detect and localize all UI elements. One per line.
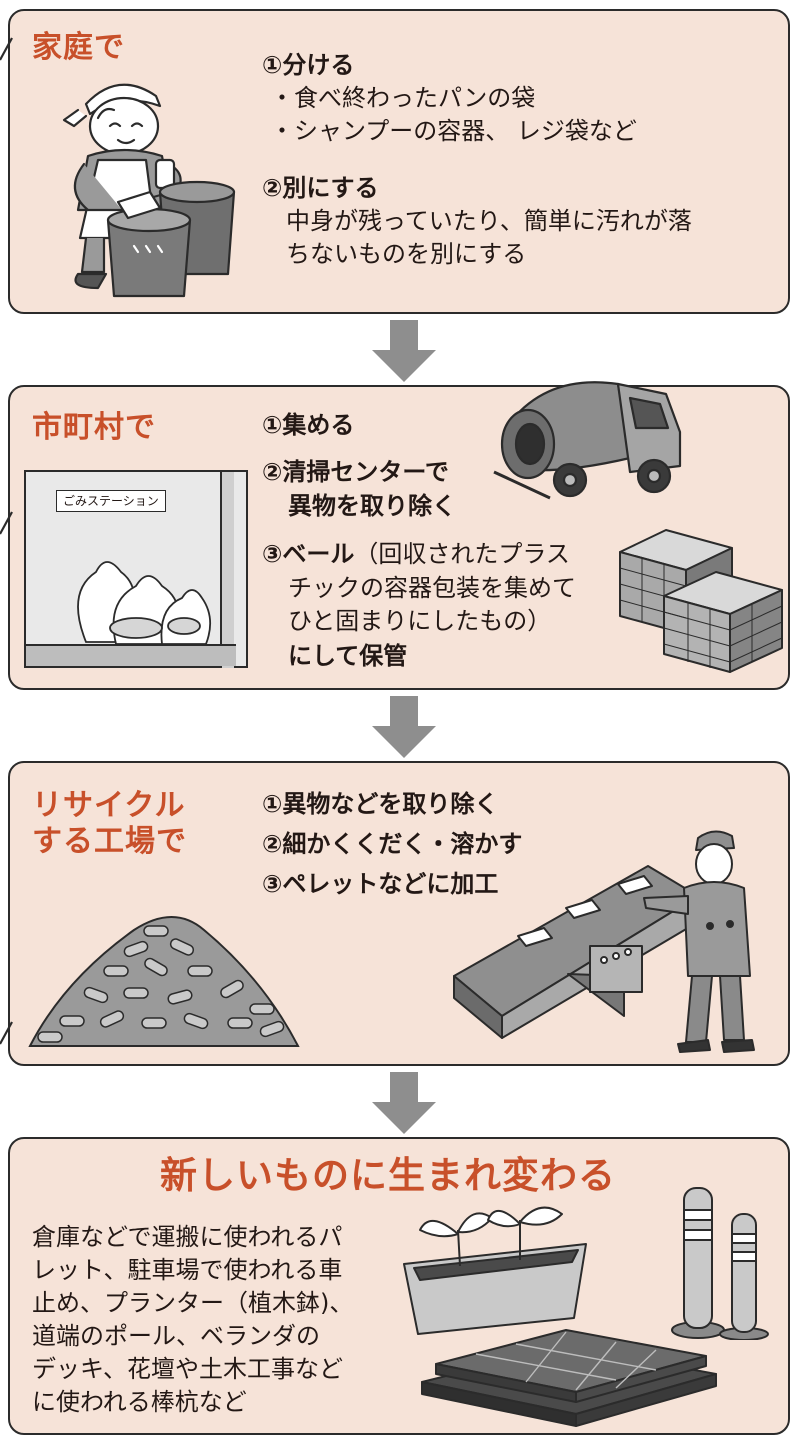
flow-arrow-down <box>372 1072 436 1134</box>
panel-factory-heading-line1: リサイクル <box>32 788 186 823</box>
panel-factory-heading-line2: する工場で <box>32 824 187 859</box>
new-products-line6: に使われる棒杭など <box>32 1388 247 1416</box>
home-step2-line2: ちないものを別にする <box>286 240 527 268</box>
bollard-poles-illustration <box>671 1187 769 1340</box>
factory-step3: ③ペレットなどに加工 <box>262 870 499 898</box>
new-products-line3: 止め、プランター（植木鉢)、 <box>32 1289 354 1317</box>
municipality-step3-note3: ひと固まりにしたもの） <box>288 607 552 635</box>
new-products-line5: デッキ、花壇や土木工事など <box>32 1355 344 1383</box>
municipality-step3-title: ③ベール <box>262 540 355 568</box>
garbage-station-sign: ごみステーション <box>56 490 166 512</box>
housewife-sorting-trash-illustration <box>62 83 236 298</box>
panel-municipality-heading: 市町村で <box>32 410 156 445</box>
pellet-pile-illustration <box>28 916 300 1047</box>
home-step2-line1: 中身が残っていたり、簡単に汚れが落 <box>286 207 692 235</box>
flow-arrow-down <box>372 696 436 758</box>
garbage-station-illustration: ごみステーション <box>24 470 248 668</box>
municipality-step1: ①集める <box>262 411 355 439</box>
new-products-line4: 道端のポール、ベランダの <box>32 1322 320 1350</box>
panel-pointer-municipality <box>0 511 13 535</box>
garbage-truck-illustration <box>493 381 682 500</box>
municipality-step3-note1: （回収されたプラス <box>354 540 570 568</box>
flow-arrow-down <box>372 320 436 382</box>
municipality-step2-line1: ②清掃センターで <box>262 458 449 486</box>
panel-pointer-home <box>0 37 13 61</box>
factory-conveyor-worker-illustration <box>453 830 755 1053</box>
home-step1-item1: ・食べ終わったパンの袋 <box>270 84 536 112</box>
municipality-step3-line1: ③ベール（回収されたプラス <box>262 538 570 570</box>
panel-home-heading: 家庭で <box>32 30 125 65</box>
plastic-pallets-illustration <box>421 1329 717 1427</box>
municipality-step2-line2: 異物を取り除く <box>288 492 456 520</box>
panel-new-products-heading: 新しいものに生まれ変わる <box>160 1154 616 1197</box>
panel-pointer-factory <box>0 1021 13 1045</box>
new-products-line2: レット、駐車場で使われる車 <box>32 1256 343 1284</box>
factory-step2: ②細かくくだく・溶かす <box>262 830 523 858</box>
factory-step1: ①異物などを取り除く <box>262 790 499 818</box>
home-step1-title: ①分ける <box>262 51 355 79</box>
garbage-bags-icon <box>77 561 212 645</box>
home-step2-title: ②別にする <box>262 174 379 202</box>
planter-illustration <box>403 1206 587 1335</box>
municipality-step3-note2: チックの容器包装を集めて <box>288 574 576 602</box>
plastic-bales-illustration <box>619 529 783 673</box>
home-step1-item2: ・シャンプーの容器、 レジ袋など <box>270 117 637 145</box>
new-products-line1: 倉庫などで運搬に使われるパ <box>32 1223 343 1251</box>
municipality-step3-end: にして保管 <box>288 642 408 670</box>
